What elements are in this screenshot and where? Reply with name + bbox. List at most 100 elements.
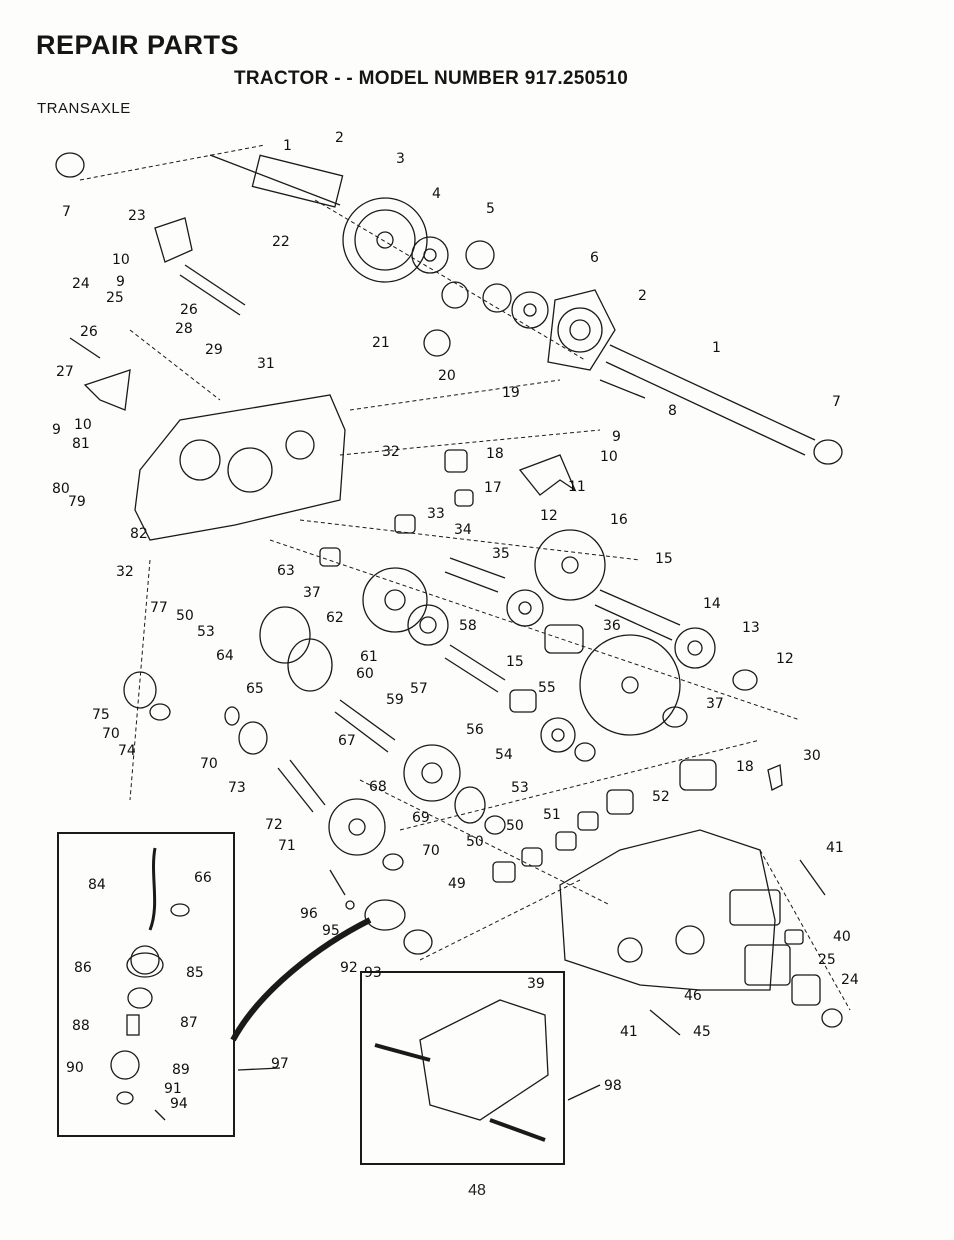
callout-label: 89 xyxy=(172,1062,190,1078)
callout-label: 61 xyxy=(360,649,378,665)
callout-label: 39 xyxy=(527,976,545,992)
callout-label: 41 xyxy=(826,840,844,856)
callout-label: 65 xyxy=(246,681,264,697)
callout-label: 86 xyxy=(74,960,92,976)
callout-label: 77 xyxy=(150,600,168,616)
callout-label: 25 xyxy=(818,952,836,968)
callout-label: 32 xyxy=(116,564,134,580)
callout-label: 75 xyxy=(92,707,110,723)
callout-label: 13 xyxy=(742,620,760,636)
part-callouts: 7 2 1 3 23 22 4 5 10 9 24 25 26 6 2 26 2… xyxy=(52,130,859,1112)
callout-label: 29 xyxy=(205,342,223,358)
callout-label: 12 xyxy=(540,508,558,524)
callout-label: 92 xyxy=(340,960,358,976)
callout-label: 90 xyxy=(66,1060,84,1076)
model-subtitle: TRACTOR - - MODEL NUMBER 917.250510 xyxy=(234,68,629,89)
callout-label: 50 xyxy=(176,608,194,624)
callout-label: 71 xyxy=(278,838,296,854)
callout-label: 28 xyxy=(175,321,193,337)
callout-label: 10 xyxy=(600,449,618,465)
callout-label: 63 xyxy=(277,563,295,579)
callout-label: 24 xyxy=(841,972,859,988)
callout-label: 54 xyxy=(495,747,513,763)
callout-label: 80 xyxy=(52,481,70,497)
callout-label: 2 xyxy=(638,288,647,304)
callout-label: 40 xyxy=(833,929,851,945)
callout-label: 26 xyxy=(80,324,98,340)
callout-label: 20 xyxy=(438,368,456,384)
callout-label: 57 xyxy=(410,681,428,697)
callout-label: 8 xyxy=(668,403,677,419)
callout-label: 17 xyxy=(484,480,502,496)
callout-label: 72 xyxy=(265,817,283,833)
callout-label: 69 xyxy=(412,810,430,826)
callout-label: 96 xyxy=(300,906,318,922)
callout-label: 53 xyxy=(197,624,215,640)
callout-label: 70 xyxy=(102,726,120,742)
callout-label: 85 xyxy=(186,965,204,981)
callout-label: 6 xyxy=(590,250,599,266)
callout-label: 73 xyxy=(228,780,246,796)
callout-label: 11 xyxy=(568,479,586,495)
callout-label: 18 xyxy=(736,759,754,775)
callout-label: 60 xyxy=(356,666,374,682)
callout-label: 36 xyxy=(603,618,621,634)
callout-label: 15 xyxy=(655,551,673,567)
callout-label: 94 xyxy=(170,1096,188,1112)
callout-label: 9 xyxy=(116,274,125,290)
callout-label: 10 xyxy=(112,252,130,268)
callout-label: 1 xyxy=(712,340,721,356)
callout-label: 12 xyxy=(776,651,794,667)
section-heading: TRANSAXLE xyxy=(37,100,131,117)
callout-label: 16 xyxy=(610,512,628,528)
callout-label: 95 xyxy=(322,923,340,939)
callout-label: 55 xyxy=(538,680,556,696)
callout-label: 70 xyxy=(200,756,218,772)
callout-label: 23 xyxy=(128,208,146,224)
callout-label: 50 xyxy=(506,818,524,834)
callout-label: 66 xyxy=(194,870,212,886)
callout-label: 10 xyxy=(74,417,92,433)
callout-label: 93 xyxy=(364,965,382,981)
callout-label: 87 xyxy=(180,1015,198,1031)
callout-label: 50 xyxy=(466,834,484,850)
callout-label: 32 xyxy=(382,444,400,460)
callout-label: 24 xyxy=(72,276,90,292)
callout-label: 34 xyxy=(454,522,472,538)
callout-label: 81 xyxy=(72,436,90,452)
callout-label: 7 xyxy=(832,394,841,410)
callout-label: 9 xyxy=(612,429,621,445)
callout-label: 70 xyxy=(422,843,440,859)
callout-label: 9 xyxy=(52,422,61,438)
callout-label: 26 xyxy=(180,302,198,318)
callout-label: 45 xyxy=(693,1024,711,1040)
callout-label: 21 xyxy=(372,335,390,351)
callout-label: 37 xyxy=(706,696,724,712)
callout-label: 82 xyxy=(130,526,148,542)
callout-label: 7 xyxy=(62,204,71,220)
callout-label: 18 xyxy=(486,446,504,462)
callout-label: 5 xyxy=(486,201,495,217)
callout-label: 19 xyxy=(502,385,520,401)
callout-label: 14 xyxy=(703,596,721,612)
callout-label: 59 xyxy=(386,692,404,708)
callout-label: 1 xyxy=(283,138,292,154)
callout-label: 30 xyxy=(803,748,821,764)
callout-label: 22 xyxy=(272,234,290,250)
callout-label: 2 xyxy=(335,130,344,146)
page-number: 48 xyxy=(468,1182,486,1199)
page-title: REPAIR PARTS xyxy=(36,30,240,60)
callout-label: 91 xyxy=(164,1081,182,1097)
callout-label: 3 xyxy=(396,151,405,167)
callout-label: 52 xyxy=(652,789,670,805)
callout-label: 53 xyxy=(511,780,529,796)
callout-label: 88 xyxy=(72,1018,90,1034)
callout-label: 67 xyxy=(338,733,356,749)
callout-label: 64 xyxy=(216,648,234,664)
callout-label: 51 xyxy=(543,807,561,823)
callout-label: 74 xyxy=(118,743,136,759)
callout-label: 15 xyxy=(506,654,524,670)
callout-label: 79 xyxy=(68,494,86,510)
callout-label: 37 xyxy=(303,585,321,601)
